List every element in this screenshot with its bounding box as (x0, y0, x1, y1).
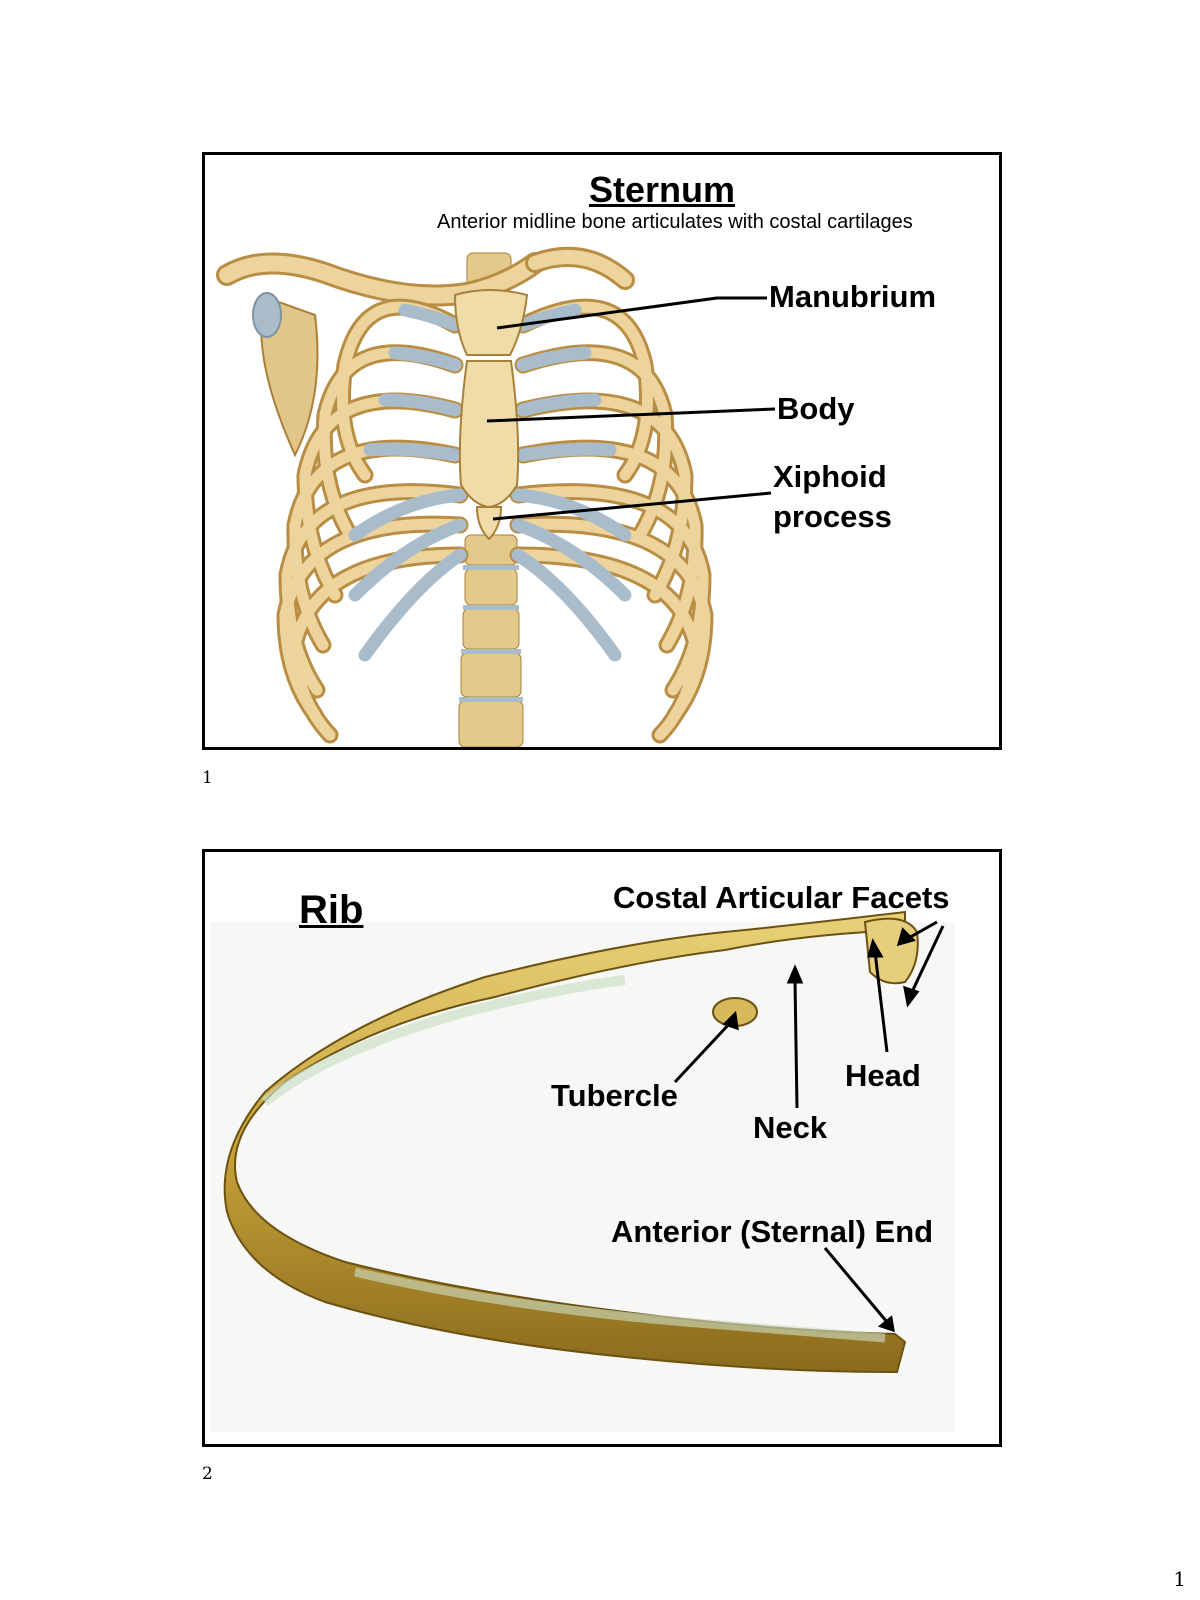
anterior-end-arrowhead (877, 1315, 895, 1333)
label-costal-articular-facets: Costal Articular Facets (613, 880, 950, 915)
tubercle-arrow (673, 1020, 733, 1084)
label-head: Head (845, 1058, 921, 1093)
body-leader-line (486, 407, 776, 423)
tubercle-arrowhead (722, 1010, 739, 1031)
xiphoid-leader-line (492, 491, 772, 521)
page-number: 1 (1173, 1567, 1186, 1591)
facet-arrowhead-2 (903, 985, 920, 1008)
slide-rib: Rib Costal Articular Facets Tubercle Hea… (202, 849, 1002, 1447)
ribs-right (509, 298, 714, 744)
head-arrow (873, 951, 889, 1053)
shoulder-girdle (216, 246, 635, 458)
slide-number: 1 (202, 768, 213, 788)
label-xiphoid-line1: Xiphoid (773, 459, 887, 494)
slide-number: 2 (202, 1464, 213, 1484)
rib-cage-illustration (216, 246, 776, 747)
vertebral-column (458, 252, 524, 747)
slide-title-sternum: Sternum (589, 169, 736, 210)
slide-sternum: Sternum Anterior midline bone articulate… (202, 152, 1002, 750)
rib-illustration (211, 910, 955, 1432)
rib-arrows (673, 920, 945, 1333)
slide-title-rib: Rib (299, 888, 364, 932)
ribs-left (276, 298, 469, 744)
label-tubercle: Tubercle (551, 1078, 678, 1113)
slide-subtitle: Anterior midline bone articulates with c… (437, 211, 913, 233)
sternum-bone (453, 289, 529, 541)
anterior-end-arrow (823, 1247, 889, 1323)
sternum-leader-lines (486, 296, 776, 521)
label-anterior-sternal-end: Anterior (Sternal) End (611, 1214, 934, 1249)
neck-arrowhead (786, 964, 804, 984)
label-manubrium: Manubrium (769, 279, 937, 314)
neck-arrow (793, 979, 799, 1109)
label-xiphoid-line2: process (773, 499, 892, 534)
manubrium-leader-line (496, 296, 718, 330)
label-neck: Neck (753, 1110, 828, 1145)
head-arrowhead (867, 938, 884, 958)
label-body: Body (777, 391, 855, 426)
facet-arrowhead-1 (896, 927, 916, 947)
facet-arrow-2 (909, 925, 945, 995)
